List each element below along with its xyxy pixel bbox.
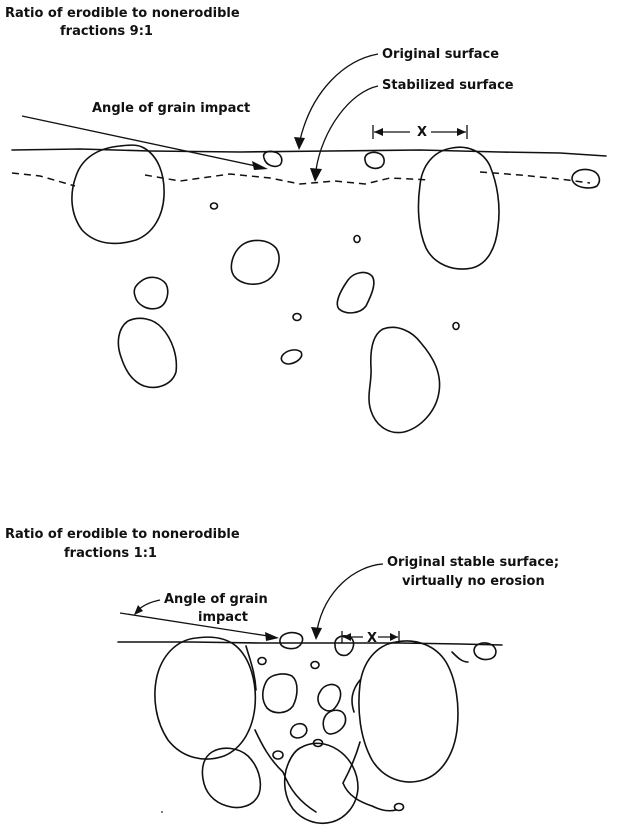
bottom-grain-mid-3 xyxy=(323,710,345,734)
top-panel-drawing xyxy=(12,54,606,433)
bottom-grain-mid-1 xyxy=(263,674,297,713)
top-grain-mid-2 xyxy=(134,277,168,308)
top-grain-mid-3 xyxy=(337,273,374,313)
bottom-surface-pebble-1 xyxy=(280,633,303,649)
top-stabilized-surface-arrow xyxy=(316,86,378,170)
bottom-grain-large-2 xyxy=(285,743,358,823)
top-boulder-right xyxy=(418,147,499,269)
bottom-grain-mid-2 xyxy=(318,685,341,711)
top-grain-tiny-1 xyxy=(211,203,218,209)
top-surface-pebble-1 xyxy=(264,151,282,166)
top-grain-impact-line xyxy=(22,116,256,166)
bottom-panel-drawing xyxy=(118,564,502,823)
bottom-grain-large-1 xyxy=(202,748,260,807)
top-grain-tiny-3 xyxy=(293,314,301,321)
top-original-surface-arrow xyxy=(300,54,378,140)
top-stabilized-surface-arrowhead xyxy=(310,168,322,182)
top-surface-pebble-3 xyxy=(572,169,599,187)
stray-dot xyxy=(161,811,163,813)
bottom-x-right-arrowhead xyxy=(390,633,398,641)
top-x-left-arrowhead xyxy=(374,128,383,136)
bottom-grain-tiny-1 xyxy=(258,658,266,665)
top-stabilized-surface-line xyxy=(12,172,590,186)
bottom-grain-impact-line xyxy=(120,613,268,636)
top-x-right-arrowhead xyxy=(457,128,466,136)
bottom-surface-line xyxy=(118,642,502,645)
top-original-surface-arrowhead xyxy=(294,137,305,150)
top-grain-small-1 xyxy=(281,350,301,364)
bottom-grain-tiny-4 xyxy=(273,751,283,759)
bottom-grain-tiny-5 xyxy=(395,804,404,811)
top-surface-pebble-2 xyxy=(365,152,384,168)
bottom-surface-pebble-3 xyxy=(474,643,496,660)
top-grain-mid-1 xyxy=(231,240,279,284)
top-grain-large-1 xyxy=(118,318,176,387)
top-boulder-left xyxy=(72,145,164,243)
bottom-boulder-right xyxy=(359,641,458,782)
bottom-grain-tiny-2 xyxy=(311,662,319,669)
top-grain-tiny-4 xyxy=(453,323,459,330)
bottom-grain-small-1 xyxy=(291,724,307,738)
bottom-grain-impact-arrowhead xyxy=(265,632,279,641)
top-grain-large-2 xyxy=(369,327,440,432)
bottom-boulder-left xyxy=(155,637,255,759)
bottom-original-surface-arrow xyxy=(317,564,383,630)
top-grain-tiny-2 xyxy=(354,236,360,243)
bottom-original-surface-arrowhead xyxy=(311,627,322,640)
bottom-matrix-outline xyxy=(246,646,396,812)
bottom-right-matrix-tail xyxy=(452,652,468,662)
